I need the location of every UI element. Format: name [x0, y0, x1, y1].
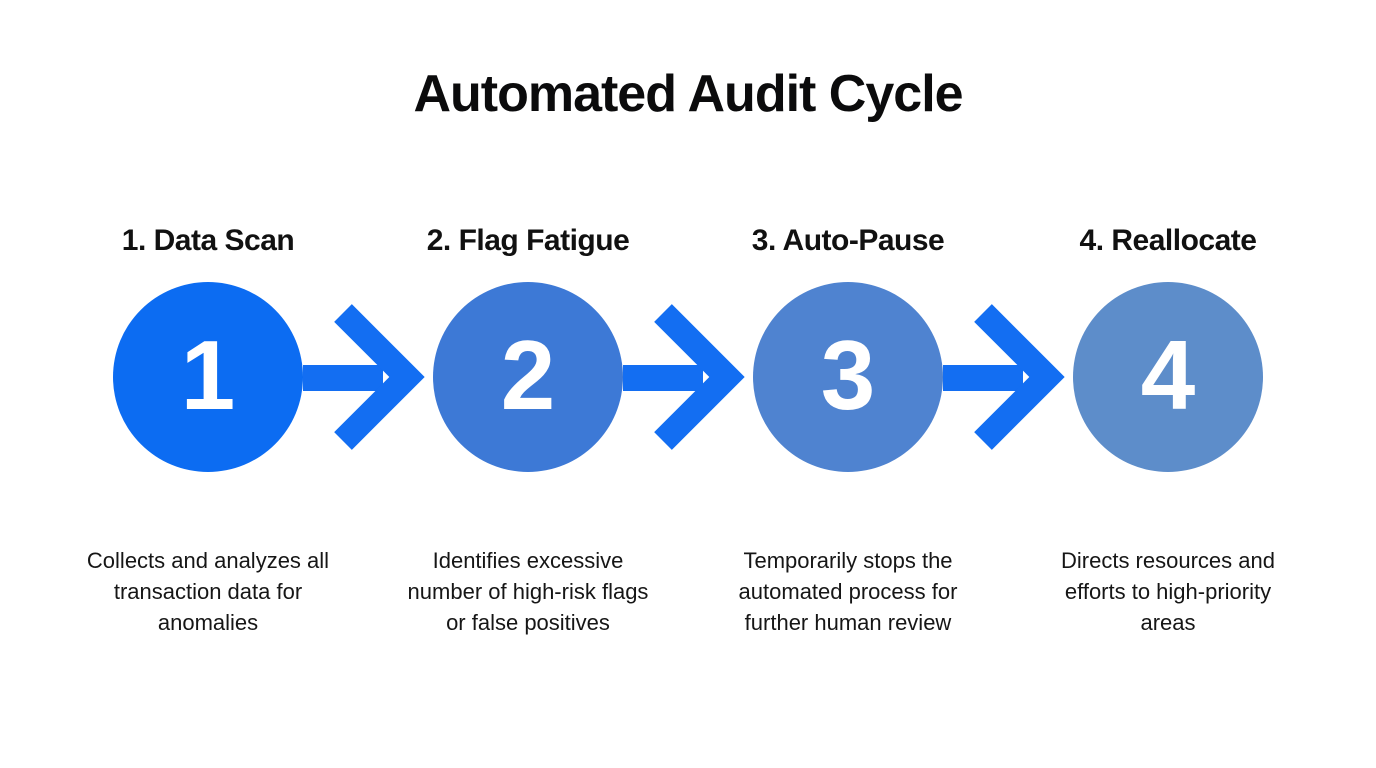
- step-4-heading: 4. Reallocate: [1079, 224, 1257, 257]
- step-3: 3. Auto-Pause 3 Temporarily stops the au…: [688, 0, 1008, 768]
- step-4: 4. Reallocate 4 Directs resources and ef…: [1008, 0, 1328, 768]
- step-1-heading: 1. Data Scan: [121, 224, 295, 257]
- step-1-circle: 1: [113, 282, 303, 472]
- step-3-number: 3: [820, 320, 876, 430]
- step-1: 1. Data Scan 1 Collects and analyzes all…: [48, 0, 368, 768]
- step-3-heading: 3. Auto-Pause: [751, 224, 945, 257]
- arrow-right-icon: [943, 304, 1065, 450]
- step-4-number: 4: [1140, 320, 1196, 430]
- arrow-right-icon: [303, 304, 425, 450]
- step-4-description: Directs resources and efforts to high-pr…: [1061, 548, 1275, 635]
- step-2-circle: 2: [433, 282, 623, 472]
- step-3-circle: 3: [753, 282, 943, 472]
- diagram-title: Automated Audit Cycle: [413, 65, 963, 123]
- step-1-number: 1: [180, 320, 236, 430]
- step-3-description: Temporarily stops the automated process …: [738, 548, 958, 635]
- arrow-right-icon: [623, 304, 745, 450]
- step-2-description: Identifies excessive number of high-risk…: [407, 548, 649, 635]
- step-2: 2. Flag Fatigue 2 Identifies excessive n…: [368, 0, 688, 768]
- step-2-number: 2: [500, 320, 556, 430]
- step-2-heading: 2. Flag Fatigue: [426, 224, 630, 257]
- step-4-circle: 4: [1073, 282, 1263, 472]
- step-1-description: Collects and analyzes all transaction da…: [86, 548, 330, 635]
